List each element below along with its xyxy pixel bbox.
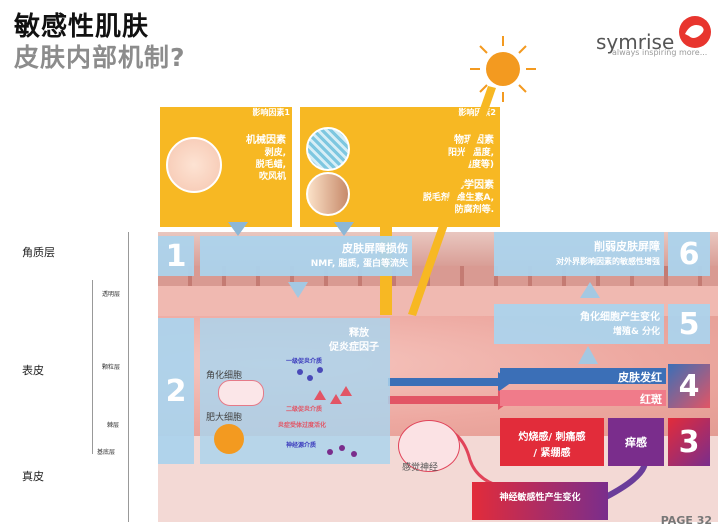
step2-number: 2 <box>158 318 194 464</box>
factor2-title2: 化学因素 <box>454 180 494 191</box>
page-number: PAGE 32 <box>660 514 712 527</box>
label-c: 炎症受体过度活化 <box>278 422 327 429</box>
step6-title: 削弱皮肤屏障 <box>594 240 660 253</box>
label-epidermis: 表皮 <box>22 364 44 377</box>
label-a: 一级促炎介质 <box>286 358 323 365</box>
up-arrow <box>578 346 598 364</box>
mast-cell-icon <box>214 424 244 454</box>
down-arrow <box>228 222 248 236</box>
step3-nerve: 感觉神经 <box>402 463 439 473</box>
factor2-item: 脱毛剂, 维生素A, <box>422 193 494 203</box>
red-arrow <box>388 396 498 404</box>
step5-number: 5 <box>668 304 710 344</box>
step2-release-title: 释放 <box>349 328 369 339</box>
step3-tight: / 紧绷感 <box>533 448 571 459</box>
down-arrow <box>334 222 354 236</box>
factor1-item: 脱毛蜡, <box>255 160 286 170</box>
sun-icon <box>470 36 536 102</box>
blue-arrow <box>388 378 498 386</box>
step5-box <box>494 304 664 344</box>
factor1-item: 吹风机 <box>258 172 286 182</box>
label-dermis: 真皮 <box>22 470 44 483</box>
page-subtitle: 皮肤内部机制? <box>14 43 186 72</box>
layer-bracket <box>128 232 129 522</box>
burning-box <box>500 418 604 466</box>
page-title: 敏感性肌肤 <box>14 12 150 42</box>
step3-number: 3 <box>668 418 710 466</box>
step3-burning: 灼烧感/ 刺痛感 <box>518 432 586 443</box>
product-icon <box>306 172 350 216</box>
step6-box <box>494 232 664 276</box>
label-b: 二级促炎介质 <box>286 406 323 413</box>
step4-erythema: 红斑 <box>640 393 662 406</box>
step1-title: 皮肤屏障损伤 <box>342 242 408 255</box>
skin-peel-icon <box>166 137 222 193</box>
label-stratum-lucidum: 透明层 <box>102 291 121 298</box>
step6-desc: 对外界影响因素的敏感性增强 <box>556 257 660 266</box>
keratinocyte-cell-icon <box>218 380 264 406</box>
factor2-header: 影响因素2 <box>458 108 496 117</box>
factor1-item: 剥皮, <box>264 148 286 158</box>
fabric-icon <box>306 127 350 171</box>
label-stratum-granulosum: 颗粒层 <box>102 364 121 371</box>
step4-red: 皮肤发红 <box>618 371 662 384</box>
itch-box <box>608 418 664 466</box>
factor2-item: 防腐剂等. <box>454 205 494 215</box>
step5-title: 角化细胞产生变化 <box>580 312 660 323</box>
label-stratum-corneum: 角质层 <box>22 246 55 259</box>
step4-number: 4 <box>668 364 710 408</box>
skin-red-bar <box>500 368 666 384</box>
step3-itch: 痒感 <box>625 436 647 449</box>
step6-number: 6 <box>668 232 710 276</box>
sun-ray-arrow <box>408 86 496 316</box>
keratinocyte-label: 角化细胞 <box>206 371 243 381</box>
step1-number: 1 <box>158 236 194 276</box>
brand-name: symrise <box>596 30 675 54</box>
factor2-item: 湿度等) <box>462 160 494 170</box>
dragon-logo-icon <box>679 16 711 48</box>
up-arrow <box>580 282 600 298</box>
layer-bracket <box>92 280 93 454</box>
down-arrow <box>288 282 308 298</box>
step1-box <box>200 236 412 276</box>
mediator-symbols <box>297 367 357 457</box>
brand-tagline: always inspiring more... <box>612 48 708 57</box>
neuro-box <box>472 482 608 520</box>
erythema-bar <box>500 390 666 406</box>
step2-release-desc: 促炎症因子 <box>329 342 379 353</box>
label-stratum-basale: 基底层 <box>97 449 116 456</box>
step5-desc: 增殖& 分化 <box>613 327 660 337</box>
factor1-header: 影响因素1 <box>252 108 290 117</box>
step3-neuro: 神经敏感性产生变化 <box>499 493 581 503</box>
step1-desc: NMF, 脂质, 蛋白等流失 <box>310 259 408 269</box>
label-stratum-spinosum: 棘层 <box>107 422 120 429</box>
nerve-bubble <box>398 420 460 472</box>
label-d: 神经源介质 <box>286 442 317 449</box>
factor1-title: 机械因素 <box>246 135 286 146</box>
mast-cell-label: 肥大细胞 <box>206 413 243 423</box>
